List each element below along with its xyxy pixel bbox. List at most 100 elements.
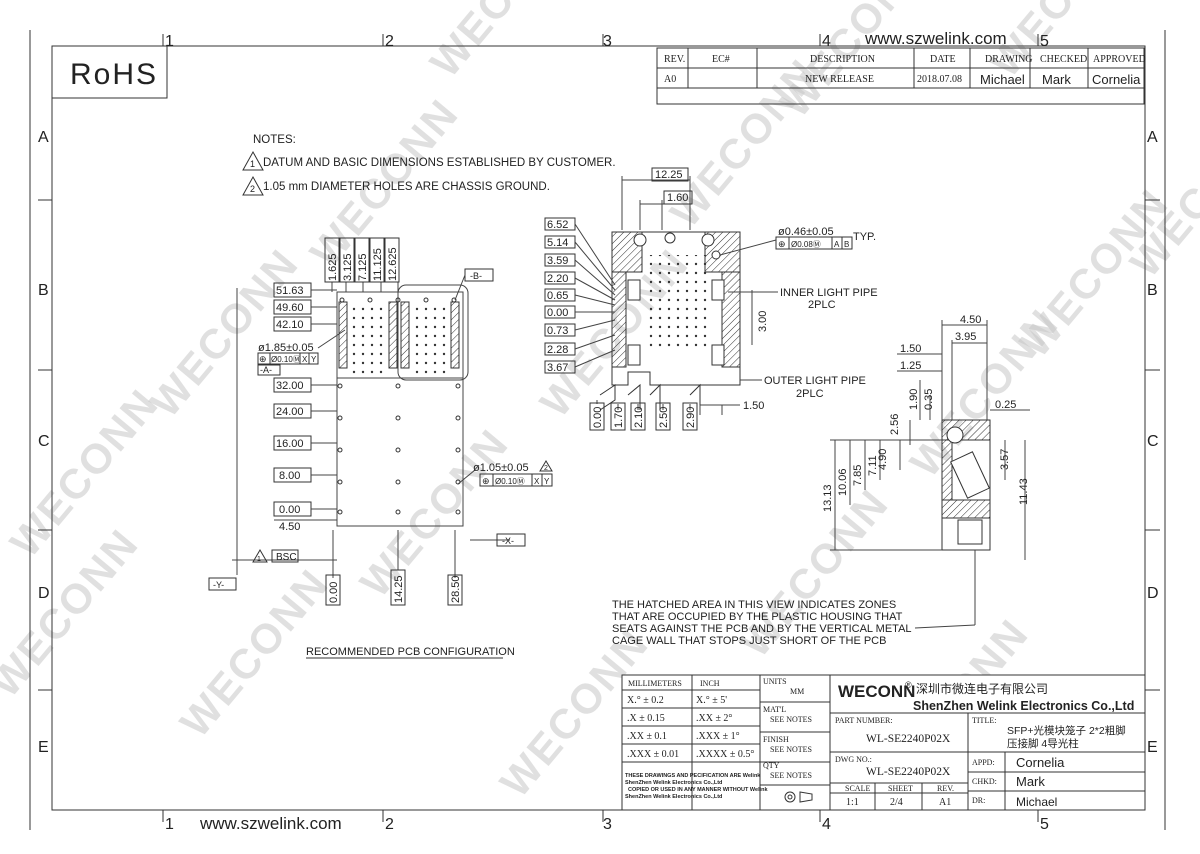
inner-light-pipe-label: INNER LIGHT PIPE xyxy=(780,287,878,299)
zone-row-label: B xyxy=(38,282,49,299)
mat-value: SEE NOTES xyxy=(770,715,812,724)
dim-label: 24.00 xyxy=(276,406,304,418)
description-header: DESCRIPTION xyxy=(810,54,875,65)
zone-col-label: 5 xyxy=(1040,33,1049,50)
date-header: DATE xyxy=(930,54,956,65)
zone-col-label: 1 xyxy=(165,816,174,833)
zone-col-label: 3 xyxy=(603,816,612,833)
dim-label: 1.70 xyxy=(613,407,625,428)
dim-label: 32.00 xyxy=(276,380,304,392)
watermark-text: WECONN xyxy=(351,420,518,606)
approved-value: Cornelia xyxy=(1092,72,1141,87)
datum-x: -X- xyxy=(502,536,514,546)
datum-a: -A- xyxy=(260,365,272,375)
zone-col-label: 4 xyxy=(822,816,831,833)
note-line: THE HATCHED AREA IN THIS VIEW INDICATES … xyxy=(612,599,896,611)
feature-control-frame: ⊕ Ø0.10Ⓜ X Y xyxy=(257,352,319,365)
watermark-text: WECONN xyxy=(141,240,308,426)
units-value: MM xyxy=(790,687,804,696)
chkd-label: CHKD: xyxy=(972,777,997,786)
note-number: 2 xyxy=(250,184,255,194)
dim-label: 0.25 xyxy=(995,399,1016,411)
inch-tol: .XXX ± 1° xyxy=(696,731,740,742)
scale-value: 1:1 xyxy=(846,797,859,808)
notes: NOTES: 1 DATUM AND BASIC DIMENSIONS ESTA… xyxy=(242,134,616,196)
dim-label: 7.11 xyxy=(867,455,879,476)
tol-datum: Y xyxy=(311,355,317,364)
dim-label: 2.28 xyxy=(547,344,568,356)
zone-col-label: 5 xyxy=(1040,816,1049,833)
zone-col-label: 2 xyxy=(385,816,394,833)
dim-label: 3.00 xyxy=(757,311,769,332)
feature-control-frame: ⊕ Ø0.10Ⓜ X Y xyxy=(479,473,553,487)
tol-symbol: ⊕ xyxy=(259,354,267,364)
mm-tol: .XX ± 0.1 xyxy=(627,731,667,742)
dim-label: 2.56 xyxy=(889,414,901,435)
dim-label: 13.13 xyxy=(822,484,834,512)
inch-tol: .XX ± 2° xyxy=(696,713,732,724)
watermark-text: WECONN xyxy=(1,380,168,566)
front-view: 12.25 1.60 6.52 5.14 3.59 2.20 0.65 0.00… xyxy=(544,167,878,431)
title-block: MILLIMETERS INCH UNITS MM X.° ± 0.2 .X ±… xyxy=(621,674,1146,811)
dim-label: 0.00 xyxy=(279,504,300,516)
rohs-label: RoHS xyxy=(70,58,158,91)
units-header: UNITS xyxy=(763,677,787,686)
tol-datum: Y xyxy=(544,477,550,486)
website-bottom[interactable]: www.szwelink.com xyxy=(199,814,342,833)
approved-header: APPROVED xyxy=(1093,54,1146,65)
note-text: 1.05 mm DIAMETER HOLES ARE CHASSIS GROUN… xyxy=(263,181,550,193)
ec-header: EC# xyxy=(712,54,730,65)
notes-title: NOTES: xyxy=(253,134,296,146)
dr-label: DR: xyxy=(972,796,985,805)
dim-label: 4.90 xyxy=(877,449,889,470)
company-cn: 深圳市微连电子有限公司 xyxy=(916,681,1048,696)
dim-label: 42.10 xyxy=(276,319,304,331)
rev-value: A0 xyxy=(664,74,676,85)
dim-label: 3.95 xyxy=(955,331,976,343)
tol-datum: X xyxy=(302,355,308,364)
dim-label: 7.85 xyxy=(852,465,864,486)
dim-label: 4.50 xyxy=(279,521,300,533)
checked-value: Mark xyxy=(1042,72,1071,87)
dim-label: 8.00 xyxy=(279,470,300,482)
mat-label: MAT'L xyxy=(763,705,786,714)
note-number: 1 xyxy=(257,556,261,563)
tol-header: INCH xyxy=(700,679,720,688)
dim-label: 6.52 xyxy=(547,219,568,231)
dim-label: 1.90 xyxy=(908,389,920,410)
dim-label: 0.73 xyxy=(547,325,568,337)
finish-value: SEE NOTES xyxy=(770,745,812,754)
hatch-note: THE HATCHED AREA IN THIS VIEW INDICATES … xyxy=(612,599,912,647)
website-top[interactable]: www.szwelink.com xyxy=(864,29,1007,48)
zone-col-label: 4 xyxy=(822,33,831,50)
note-line: SEATS AGAINST THE PCB AND BY THE VERTICA… xyxy=(612,623,912,635)
dim-label: 1.50 xyxy=(900,343,921,355)
watermark-text: WECONN xyxy=(421,0,588,86)
tol-header: MILLIMETERS xyxy=(628,679,682,688)
tol-datum: X xyxy=(534,477,540,486)
projection-icon xyxy=(784,791,813,803)
appd-label: APPD: xyxy=(972,758,995,767)
description-value: NEW RELEASE xyxy=(805,74,874,85)
tol-value: Ø0.08Ⓜ xyxy=(791,240,821,249)
dim-label: 11.125 xyxy=(372,248,384,281)
title-line: SFP+光模块笼子 2*2粗脚 xyxy=(1007,724,1126,737)
note-line: THAT ARE OCCUPIED BY THE PLASTIC HOUSING… xyxy=(612,611,903,623)
dim-label: 14.25 xyxy=(393,575,405,603)
disclaimer-line: ShenZhen Welink Electronics Co.,Ltd xyxy=(625,780,722,786)
dim-label: 0.35 xyxy=(923,389,935,410)
dim-label: 1.50 xyxy=(743,400,764,412)
part-label: PART NUMBER: xyxy=(835,716,893,725)
inner-light-pipe-qty: 2PLC xyxy=(808,299,836,311)
registered-mark: ® xyxy=(905,680,912,690)
dwg-number: WL-SE2240P02X xyxy=(866,766,951,778)
dim-label: 49.60 xyxy=(276,302,304,314)
tol-value: Ø0.10Ⓜ xyxy=(495,477,525,486)
finish-label: FINISH xyxy=(763,735,789,744)
sheet-header: SHEET xyxy=(888,784,913,793)
rohs-mark: RoHS xyxy=(51,45,168,99)
bsc-label: BSC xyxy=(276,552,297,563)
outer-light-pipe-qty: 2PLC xyxy=(796,388,824,400)
dim-label: 5.14 xyxy=(547,237,568,249)
